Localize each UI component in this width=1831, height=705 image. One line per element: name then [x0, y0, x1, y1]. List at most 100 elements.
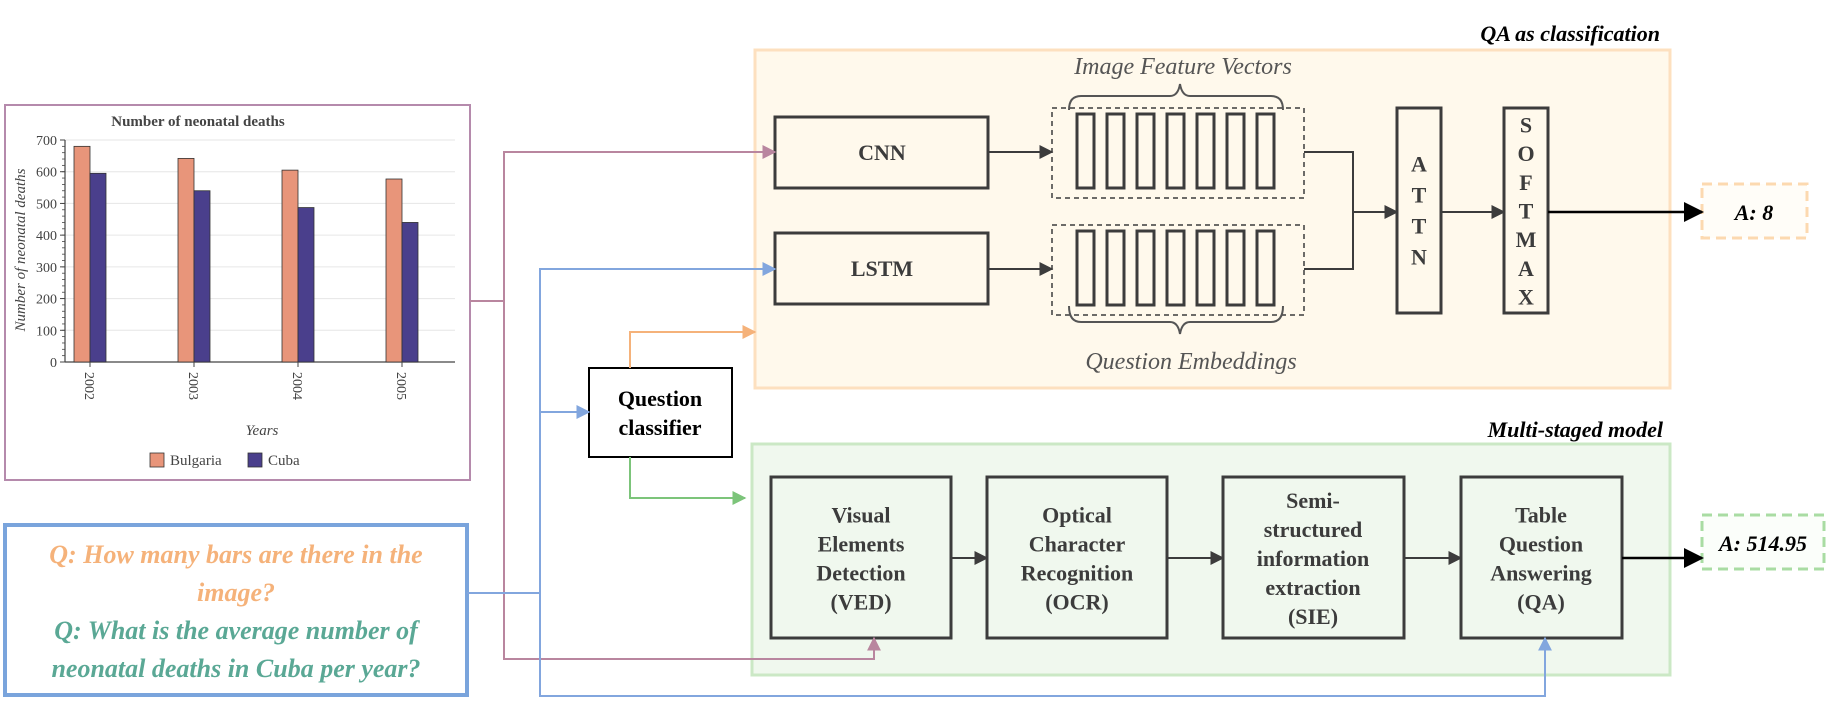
chart-bar-bulgaria-2004: [281, 169, 299, 363]
image-feature-vectors-label: Image Feature Vectors: [1073, 54, 1292, 80]
chart-bar-cuba-2003: [193, 190, 211, 363]
chart-x-axis-label: Years: [246, 423, 279, 439]
box-label-line: Elements: [818, 532, 905, 557]
box-label-line: structured: [1264, 517, 1363, 542]
chart-bar-bulgaria-2002: [73, 145, 91, 363]
vector-bar: [1105, 229, 1126, 307]
box-label-line: Question: [1499, 532, 1583, 557]
answer-classification: A: 8: [1733, 200, 1774, 225]
box-label-line: (OCR): [1045, 590, 1109, 615]
chart-y-tick-label: 500: [36, 197, 57, 212]
box-label-line: Detection: [816, 561, 905, 586]
vertical-letter: F: [1519, 170, 1532, 195]
box-label-line: Optical: [1042, 503, 1112, 528]
vector-bar: [1105, 112, 1126, 190]
arrow-features-to-attn: [1304, 151, 1354, 212]
vertical-letter: T: [1412, 214, 1427, 239]
chart-legend: Bulgaria Cuba: [149, 452, 300, 469]
vertical-letter: O: [1517, 141, 1534, 166]
vertical-letter: A: [1518, 256, 1534, 281]
chart-title: Number of neonatal deaths: [111, 114, 285, 130]
vertical-letter: N: [1411, 245, 1427, 270]
vertical-letter: A: [1411, 152, 1427, 177]
image-features-brace: [1068, 83, 1284, 111]
arrow-question-to-table-qa: [539, 593, 1552, 697]
questions-box: [3, 523, 469, 697]
box-label-line: (QA): [1517, 590, 1565, 615]
question-classifier-box: [588, 367, 733, 458]
chart-bar-cuba-2004: [297, 207, 315, 363]
vector-bar: [1135, 229, 1156, 307]
arrow-question-to-lstm: [539, 262, 777, 412]
box-label-line: extraction: [1265, 575, 1360, 600]
arrow-classifier-to-qa-panel: [629, 325, 757, 368]
arrow-question-to-classifier: [467, 405, 591, 594]
question-2-line-1: Q: What is the average number of: [54, 616, 420, 645]
chart-y-tick-label: 300: [36, 261, 57, 276]
question-embeddings-label: Question Embeddings: [1085, 349, 1296, 375]
arrow-chart-to-ved: [503, 301, 881, 660]
chart-x-tick-label: 2003: [185, 372, 200, 400]
chart-legend-label: Bulgaria: [170, 453, 222, 469]
chart-bar-bulgaria-2003: [177, 157, 195, 363]
chart-x-tick-label: 2004: [289, 372, 304, 400]
sie-label: Semi-structured information extraction (SIE…: [1257, 488, 1369, 629]
chart-y-tick-label: 700: [36, 134, 57, 149]
box-label-line: Table: [1515, 503, 1567, 528]
chart-bar-cuba-2002: [89, 172, 107, 363]
box-label-line: (VED): [830, 590, 891, 615]
chart-legend-swatch: [247, 452, 263, 468]
vertical-letter: S: [1520, 112, 1532, 137]
chart-bar-cuba-2005: [401, 222, 419, 363]
question-classifier-label-2: classifier: [618, 415, 701, 440]
connectors: [467, 145, 1704, 697]
vector-bar: [1225, 229, 1246, 307]
box-label-line: Recognition: [1021, 561, 1133, 586]
vector-bar: [1135, 112, 1156, 190]
box-label-line: Semi-: [1286, 488, 1340, 513]
qa-panel-title: QA as classification: [1480, 21, 1660, 46]
chart-x-tick-label: 2002: [81, 372, 96, 400]
chart-legend-swatch: [149, 452, 165, 468]
chart-bar-bulgaria-2005: [385, 178, 403, 363]
vector-bar: [1255, 229, 1276, 307]
vector-bar: [1075, 229, 1096, 307]
question-1-line-2: image?: [197, 578, 275, 607]
chart-x-tick-label: 2005: [393, 372, 408, 400]
chart-legend-label: Cuba: [268, 453, 300, 469]
vector-bar: [1255, 112, 1276, 190]
cnn-label: CNN: [858, 140, 906, 165]
chart-y-tick-label: 600: [36, 166, 57, 181]
chart-y-axis-label: Number of neonatal deaths: [13, 168, 29, 332]
image-feature-vectors: [1075, 112, 1276, 190]
chart-y-tick-label: 400: [36, 229, 57, 244]
box-label-line: Visual: [831, 503, 890, 528]
answer-multistage-box: [1700, 513, 1826, 571]
answer-multistage: A: 514.95: [1717, 531, 1807, 556]
attn-box: [1395, 106, 1443, 315]
vertical-letter: X: [1518, 285, 1534, 310]
vertical-letter: T: [1519, 199, 1534, 224]
question-classifier-label-1: Question: [618, 386, 702, 411]
vector-bar: [1195, 112, 1216, 190]
cnn-box: [773, 115, 990, 190]
vector-bar: [1195, 229, 1216, 307]
arrow-embeddings-to-attn: [1304, 205, 1399, 270]
arrow-classifier-to-multistage: [629, 457, 747, 505]
multistage-panel-title: Multi-staged model: [1487, 417, 1664, 442]
vertical-letter: T: [1412, 183, 1427, 208]
vector-bar: [1075, 112, 1096, 190]
vertical-letter: M: [1516, 227, 1537, 252]
neonatal-deaths-chart: Number of neonatal deaths 01002003004005…: [4, 104, 471, 481]
sie-box: [1221, 475, 1406, 640]
box-label-line: information: [1257, 546, 1369, 571]
question-1-line-1: Q: How many bars are there in the: [49, 540, 422, 569]
chart-y-tick-label: 100: [36, 324, 57, 339]
box-label-line: (SIE): [1288, 604, 1338, 629]
